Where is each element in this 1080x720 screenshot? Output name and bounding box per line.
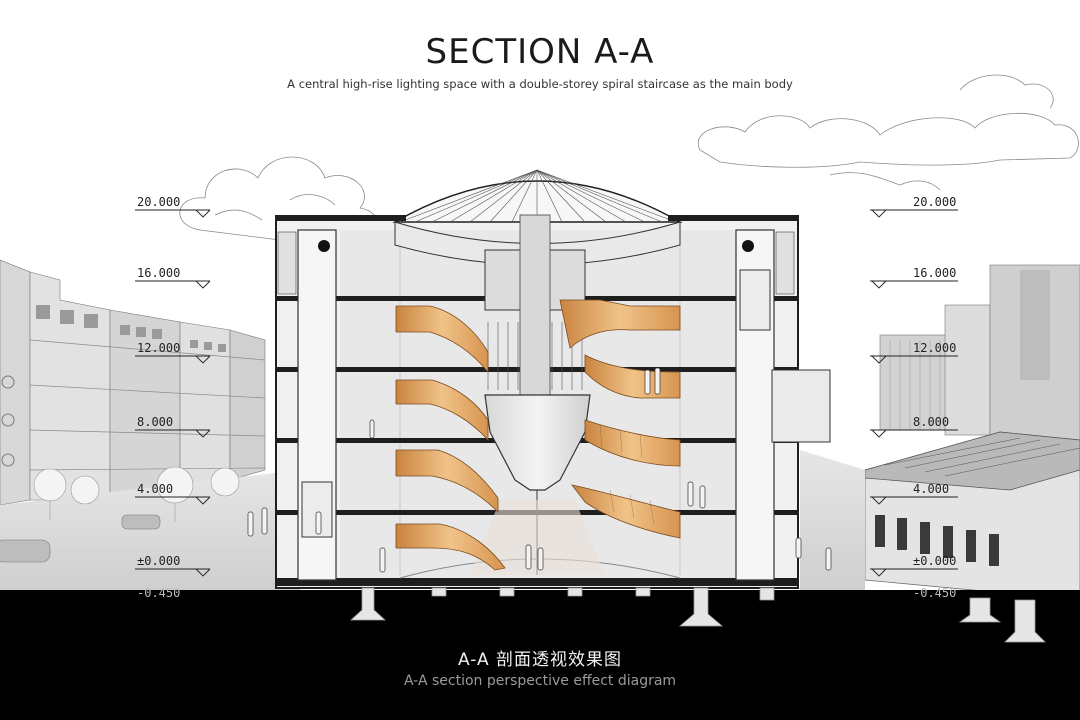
stair-treads [599, 424, 655, 525]
foundation-piles [349, 587, 1046, 643]
elevation-label-right-12: 12.000 [913, 341, 957, 355]
elevation-label-right-0: ±0.000 [913, 554, 957, 568]
elevation-label-right-20: 20.000 [913, 195, 957, 209]
cars [0, 514, 161, 563]
ground-band [0, 590, 1080, 720]
elevation-label-left-20: 20.000 [137, 195, 181, 209]
page-subtitle: A central high-rise lighting space with … [287, 77, 793, 91]
elevation-markers-right [870, 209, 958, 577]
caption-english: A-A section perspective effect diagram [403, 673, 677, 689]
trees [33, 466, 240, 522]
elevation-label-right-neg: -0.450 [913, 586, 957, 600]
elevation-label-right-4: 4.000 [913, 482, 950, 496]
elevation-label-left-8: 8.000 [137, 415, 174, 429]
elevation-markers-left [135, 209, 211, 577]
page-title: SECTION A-A [425, 32, 655, 72]
elevation-label-right-16: 16.000 [913, 266, 957, 280]
elevation-label-right-8: 8.000 [913, 415, 950, 429]
elevation-label-left-4: 4.000 [137, 482, 174, 496]
elevation-label-left-0: ±0.000 [137, 554, 181, 568]
people [247, 367, 832, 573]
context-buildings-right [864, 264, 1080, 601]
context-buildings-left [0, 259, 266, 506]
main-building [275, 169, 831, 589]
elevation-label-left-12: 12.000 [137, 341, 181, 355]
elevation-label-left-16: 16.000 [137, 266, 181, 280]
elevation-label-left-neg: -0.450 [137, 586, 181, 600]
cloud-right [697, 74, 1079, 191]
street-right [800, 450, 865, 590]
caption-chinese: A-A 剖面透视效果图 [457, 650, 623, 670]
